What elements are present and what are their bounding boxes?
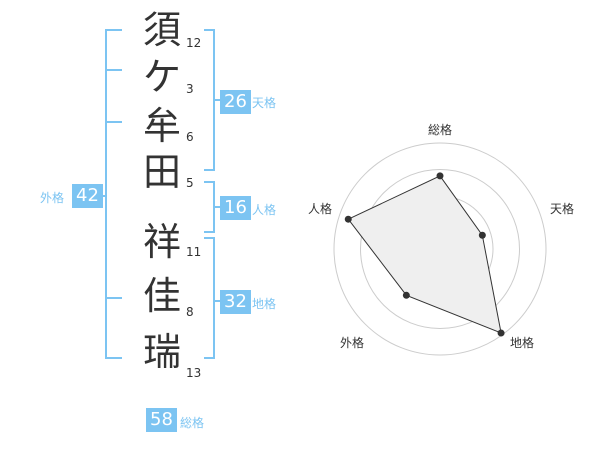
radar-label-tenkaku: 天格 bbox=[550, 202, 575, 216]
jinkaku-value: 16 bbox=[220, 196, 251, 220]
stroke-count-1: 12 bbox=[186, 36, 202, 50]
chikaku-value: 32 bbox=[220, 290, 251, 314]
gaikaku-label: 外格 bbox=[40, 191, 65, 205]
stroke-count-6: 8 bbox=[186, 305, 194, 319]
radar-polygon bbox=[347, 175, 502, 334]
radar-point-2 bbox=[478, 231, 486, 239]
chikaku-label: 地格 bbox=[252, 297, 277, 311]
radar-point-5 bbox=[344, 215, 352, 223]
name-char-2: ケ bbox=[142, 55, 181, 99]
stroke-count-3: 6 bbox=[186, 130, 194, 144]
radar-ring-4 bbox=[333, 142, 547, 356]
stroke-count-7: 13 bbox=[186, 366, 202, 380]
tenkaku-label: 天格 bbox=[252, 96, 277, 110]
stroke-count-2: 3 bbox=[186, 82, 194, 96]
soukaku-value: 58 bbox=[146, 408, 177, 432]
name-char-1: 須 bbox=[142, 8, 181, 52]
stroke-count-5: 11 bbox=[186, 245, 202, 259]
radar-label-chikaku: 地格 bbox=[510, 336, 535, 350]
radar-points bbox=[344, 172, 505, 337]
stroke-count-4: 5 bbox=[186, 176, 194, 190]
name-char-7: 瑞 bbox=[142, 330, 181, 374]
radar-label-soukaku: 総格 bbox=[428, 123, 453, 137]
name-char-3: 牟 bbox=[142, 104, 181, 148]
tenkaku-value: 26 bbox=[220, 90, 251, 114]
radar-label-gaikaku: 外格 bbox=[340, 336, 365, 350]
name-char-4: 田 bbox=[142, 150, 181, 194]
radar-ring-3 bbox=[360, 169, 520, 329]
radar-point-4 bbox=[402, 291, 410, 299]
radar-point-3 bbox=[497, 329, 505, 337]
jinkaku-label: 人格 bbox=[252, 203, 277, 217]
name-char-5: 祥 bbox=[142, 220, 181, 264]
chikaku-bracket bbox=[204, 237, 215, 359]
gaikaku-value: 42 bbox=[72, 184, 103, 208]
name-char-6: 佳 bbox=[142, 274, 181, 318]
radar-label-jinkaku: 人格 bbox=[308, 202, 333, 216]
radar-point-1 bbox=[436, 172, 444, 180]
gaikaku-bracket bbox=[105, 29, 122, 359]
soukaku-label: 総格 bbox=[180, 416, 205, 430]
